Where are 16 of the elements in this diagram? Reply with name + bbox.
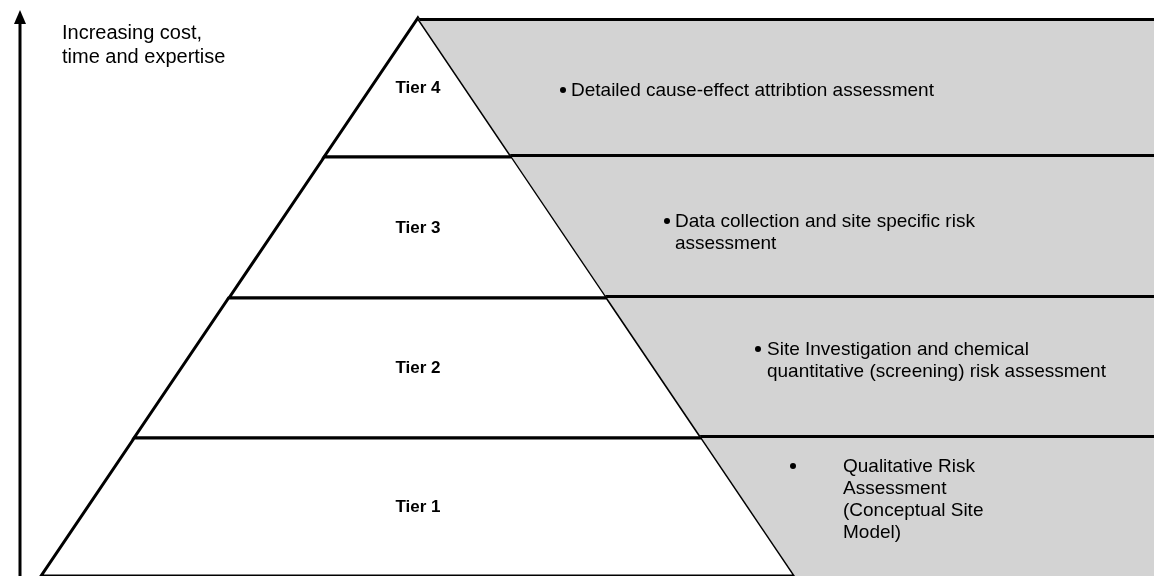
assessment-band [511,157,1154,298]
pyramid-tier [41,438,795,576]
bullet-text: Site Investigation and chemical quantitative (screening) risk assessment [767,338,1107,382]
assessment-band [607,298,1154,438]
tier-label: Tier 4 [394,77,442,98]
axis-label: Increasing cost, time and expertise [62,20,227,68]
bullet-text: Data collection and site specific risk assessment [675,210,976,254]
pyramid-tier [228,157,608,298]
assessment-band [701,438,1154,576]
pyramid-tier [324,18,512,157]
bullet-text: Qualitative Risk Assessment (Conceptual Site Model) [843,455,985,543]
tier-label: Tier 2 [394,358,442,378]
tier-label: Tier 1 [394,497,442,517]
pyramid-tier [134,298,702,438]
bullet-text: Detailed cause-effect attribtion assessment [571,79,935,101]
tier-label: Tier 3 [394,217,442,238]
